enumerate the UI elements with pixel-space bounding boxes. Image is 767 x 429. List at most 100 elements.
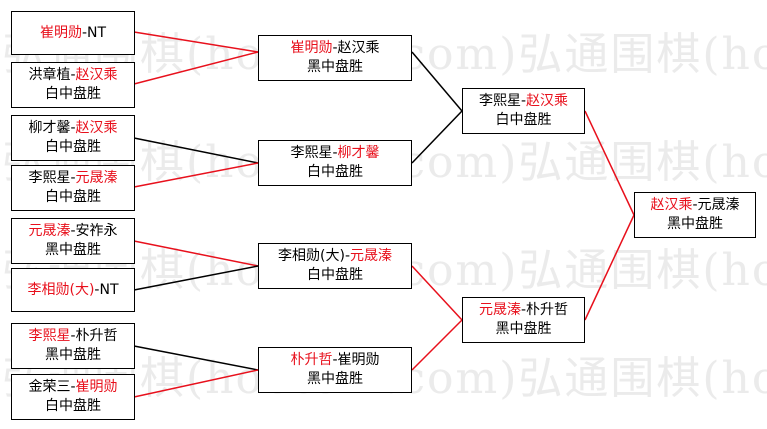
player-name: 安祚永 [75, 223, 118, 239]
match-players: 柳才馨-赵汉乘 [12, 119, 134, 138]
match-players: 李熙星-朴升哲 [12, 327, 134, 346]
connector-winner [584, 214, 635, 321]
match-semifinal-2: 元晟溱-朴升哲 黑中盘胜 [462, 297, 585, 343]
separator: - [70, 120, 76, 136]
match-players: 元晟溱-安祚永 [12, 222, 134, 241]
separator: - [70, 379, 76, 395]
match-result: 白中盘胜 [45, 139, 101, 155]
match-result: 白中盘胜 [45, 189, 101, 205]
match-result: 黑中盘胜 [307, 371, 363, 387]
separator: - [70, 328, 76, 344]
separator: - [520, 93, 527, 109]
match-players: 金荣三-崔明勋 [12, 378, 134, 397]
player-name: 赵汉乘 [337, 40, 380, 56]
player-name: 元晟溱 [28, 223, 71, 239]
connector-loser [411, 110, 463, 164]
match-r1-3: 柳才馨-赵汉乘 白中盘胜 [11, 115, 135, 161]
separator: - [344, 248, 350, 264]
separator: - [692, 197, 698, 213]
player-name: 朴升哲 [75, 328, 118, 344]
player-name: 朴升哲 [526, 302, 569, 318]
match-r1-8: 金荣三-崔明勋 白中盘胜 [11, 374, 135, 420]
player-name: 元晟溱 [478, 302, 521, 318]
match-players: 崔明勋-赵汉乘 [259, 39, 411, 58]
match-r1-7: 李熙星-朴升哲 黑中盘胜 [11, 323, 135, 369]
connector-winner [584, 110, 635, 216]
player-name: 李熙星 [478, 93, 521, 109]
player-name: 崔明勋 [39, 24, 82, 41]
match-r2-4: 朴升哲-崔明勋 黑中盘胜 [258, 347, 412, 393]
separator: - [332, 40, 338, 56]
connector-winner [133, 31, 259, 53]
player-name: 李相勋(大) [278, 248, 345, 264]
match-result: 白中盘胜 [307, 164, 363, 180]
player-name: 李熙星 [28, 170, 71, 186]
connector-winner [133, 240, 259, 267]
player-name: 金荣三 [28, 379, 71, 395]
match-r2-3: 李相勋(大)-元晟溱 白中盘胜 [258, 243, 412, 289]
match-semifinal-1: 李熙星-赵汉乘 白中盘胜 [462, 88, 585, 134]
match-players: 李相勋(大)-NT [12, 281, 134, 300]
match-players: 李熙星-元晟溱 [12, 169, 134, 188]
player-name: 赵汉乘 [75, 120, 118, 136]
player-name: 李相勋(大) [27, 281, 95, 298]
match-players: 洪章植-赵汉乘 [12, 66, 134, 85]
match-r2-2: 李熙星-柳才馨 白中盘胜 [258, 140, 412, 186]
player-name: 元晟溱 [350, 248, 392, 264]
connector-winner [133, 369, 259, 398]
player-name: 朴升哲 [290, 352, 333, 368]
player-name: 李熙星 [290, 145, 333, 161]
player-name: 元晟溱 [697, 197, 740, 213]
separator: - [81, 24, 88, 41]
connector-loser [133, 265, 259, 291]
separator: - [70, 223, 76, 239]
separator: - [520, 302, 527, 318]
connector-winner [133, 162, 259, 188]
connector-loser [411, 51, 463, 112]
player-name: NT [99, 281, 119, 298]
player-name: 崔明勋 [337, 352, 380, 368]
player-name: 赵汉乘 [75, 67, 118, 83]
player-name: 崔明勋 [75, 379, 118, 395]
match-r1-1: 崔明勋-NT [11, 11, 135, 55]
match-players: 元晟溱-朴升哲 [463, 301, 584, 320]
match-result: 白中盘胜 [307, 267, 363, 283]
player-name: 崔明勋 [290, 40, 333, 56]
player-name: 赵汉乘 [650, 197, 693, 213]
player-name: 洪章植 [28, 67, 71, 83]
match-players: 朴升哲-崔明勋 [259, 351, 411, 370]
connector-loser [133, 345, 259, 371]
separator: - [70, 170, 76, 186]
player-name: 元晟溱 [75, 170, 118, 186]
match-players: 赵汉乘-元晟溱 [635, 196, 755, 215]
player-name: 赵汉乘 [526, 93, 569, 109]
match-r1-5: 元晟溱-安祚永 黑中盘胜 [11, 218, 135, 264]
match-final: 赵汉乘-元晟溱 黑中盘胜 [634, 192, 756, 238]
player-name: 柳才馨 [337, 145, 380, 161]
player-name: 柳才馨 [28, 120, 71, 136]
player-name: NT [87, 24, 107, 41]
separator: - [332, 352, 338, 368]
match-result: 黑中盘胜 [495, 321, 552, 337]
match-r1-6: 李相勋(大)-NT [11, 268, 135, 312]
separator: - [332, 145, 338, 161]
connector-loser [133, 137, 259, 164]
match-result: 黑中盘胜 [307, 59, 363, 75]
separator: - [94, 281, 100, 298]
match-players: 李熙星-柳才馨 [259, 144, 411, 163]
match-result: 黑中盘胜 [45, 347, 101, 363]
match-result: 白中盘胜 [45, 398, 101, 414]
connector-winner [411, 319, 463, 371]
match-r2-1: 崔明勋-赵汉乘 黑中盘胜 [258, 35, 412, 81]
match-players: 李相勋(大)-元晟溱 [259, 247, 411, 266]
match-result: 黑中盘胜 [45, 242, 101, 258]
match-result: 黑中盘胜 [667, 216, 723, 232]
match-result: 白中盘胜 [45, 86, 101, 102]
connector-winner [411, 265, 463, 321]
match-players: 李熙星-赵汉乘 [463, 92, 584, 111]
player-name: 李熙星 [28, 328, 71, 344]
match-r1-4: 李熙星-元晟溱 白中盘胜 [11, 165, 135, 211]
match-r1-2: 洪章植-赵汉乘 白中盘胜 [11, 62, 135, 108]
